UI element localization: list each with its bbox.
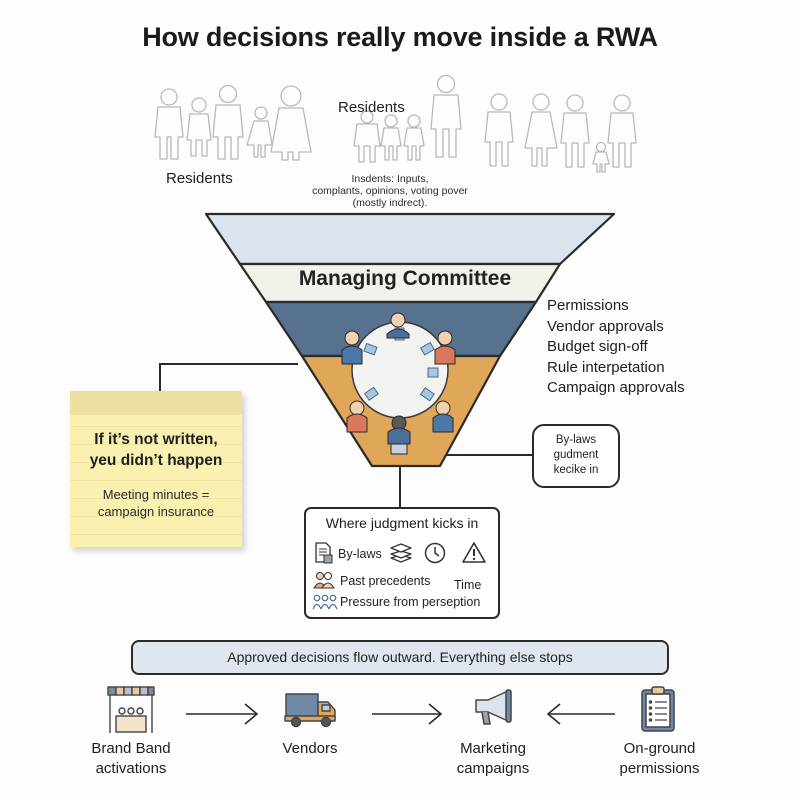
judgment-item-label: Time [454,578,482,592]
committee-member [386,312,410,339]
truck-icon [284,693,336,728]
output-label-line: campaigns [456,760,530,777]
sticky-heading-line: If it’s not written, [94,431,218,448]
judgment-item-label: Past precedents [340,574,431,588]
sticky-heading-line: yeu didn’t happen [89,452,223,469]
clipboard-icon [641,686,675,732]
committee-powers-list: Permissions Vendor approvals Budget sign… [547,296,685,399]
flow-arrows [186,703,615,725]
committee-member [432,400,454,433]
residents-note-line: (mostly indrect). [352,197,428,209]
power-item: Campaign approvals [547,379,685,396]
funnel-top-band [204,212,616,266]
clock-icon [424,542,446,564]
sticky-sub-line: campaign insurance [97,504,215,519]
output-label-line: Brand Band [91,740,171,757]
stack-icon [390,543,412,563]
judgment-item-label: Pressure from perseption [340,595,481,609]
output-label-line: activations [95,760,167,777]
megaphone-icon [475,689,512,725]
bylaws-callout-line: gudment [553,449,599,461]
meeting-illustration [341,312,456,455]
committee-member [341,330,363,365]
output-label-line: permissions [619,760,700,777]
group-icon [312,594,338,610]
sticky-note-heading: If it’s not written, yeu didn’t happen [70,429,242,471]
residents-note-line: Insdents: Inputs, [351,173,429,185]
power-item: Rule interpetation [547,358,665,376]
residents-label: Residents [338,99,405,116]
managing-committee-label: Managing Committee [298,267,512,290]
residents-label: Residents [166,170,233,187]
diagram-title: How decisions really move inside a RWA [142,22,658,52]
bylaws-callout: By-laws gudment kecike in [532,424,620,488]
bylaws-callout-line: By-laws [555,434,597,446]
stall-icon [107,686,155,733]
residents-note-line: complants, opinions, voting pover [312,185,468,197]
sticky-note-subtext: Meeting minutes = campaign insurance [70,486,242,520]
output-label-brand-activations: Brand Band activations [76,739,186,779]
output-label-line: Vendors [282,740,338,757]
arrow-left-icon [546,703,615,725]
people-pair-icon [313,572,335,589]
judgment-box-title: Where judgment kicks in [325,515,479,531]
sticky-note-band [70,391,242,415]
output-label-marketing: Marketing campaigns [438,739,548,779]
document-icon [315,542,333,564]
sticky-note: If it’s not written, yeu didn’t happen M… [70,391,242,547]
output-label-permissions: On-ground permissions [602,739,717,779]
judgment-box: Where judgment kicks in By-laws Past pre… [304,507,500,619]
connector-sticky [159,363,298,392]
committee-member [434,330,456,365]
residents-note: Insdents: Inputs, complants, opinions, v… [300,173,480,209]
output-label-line: On-ground [623,740,696,757]
power-item: Budget sign-off [547,338,648,355]
committee-member [346,400,368,433]
bylaws-callout-line: kecike in [553,464,599,476]
output-label-line: Marketing [460,740,526,757]
decision-funnel [204,212,616,468]
warning-icon [462,542,486,563]
committee-member [387,415,411,455]
arrow-right-icon [372,703,443,725]
power-item: Vendor approvals [547,317,664,335]
judgment-item-label: By-laws [338,547,382,561]
flow-banner: Approved decisions flow outward. Everyth… [131,640,669,675]
sticky-sub-line: Meeting minutes = [102,487,210,502]
arrow-right-icon [186,703,259,725]
output-label-vendors: Vendors [255,739,365,759]
power-item: Permissions [547,297,629,314]
